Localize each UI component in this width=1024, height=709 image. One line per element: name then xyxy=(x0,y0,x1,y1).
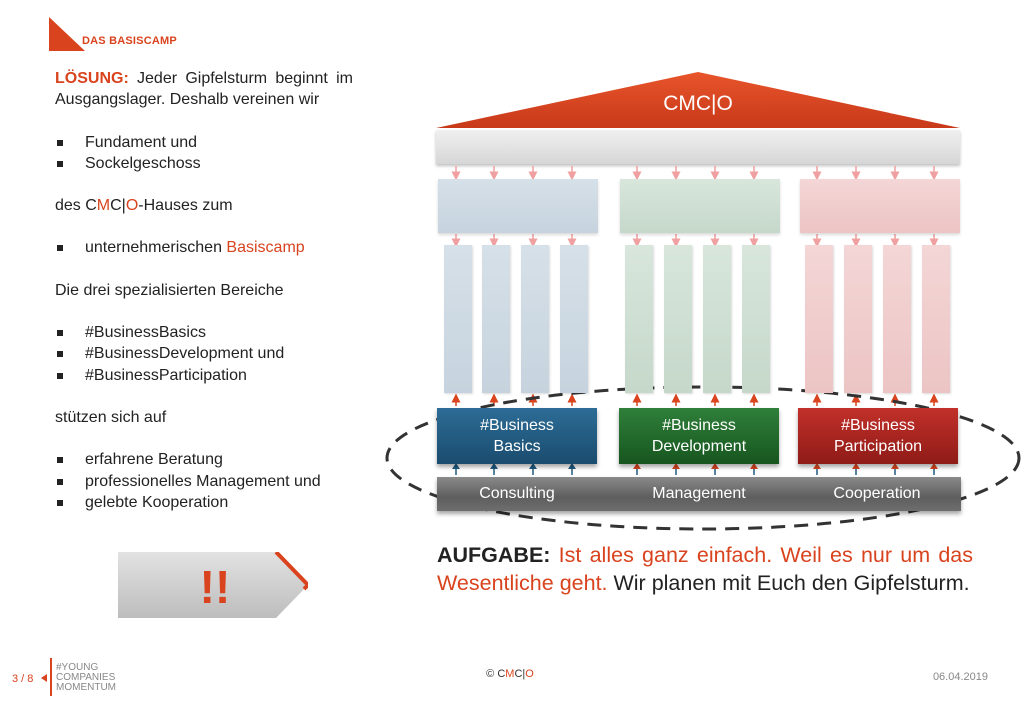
list-item: #BusinessBasics xyxy=(55,322,353,343)
list-areas: #BusinessBasics #BusinessDevelopment und… xyxy=(55,322,353,386)
logo-line: MOMENTUM xyxy=(56,682,116,693)
pillar xyxy=(625,245,653,393)
pillar xyxy=(883,245,911,393)
list-item: gelebte Kooperation xyxy=(55,492,353,513)
header-triangle xyxy=(49,17,85,51)
house-base xyxy=(437,477,961,511)
arrow-banner xyxy=(118,552,308,618)
base-label-consulting: Consulting xyxy=(479,485,555,502)
intro-label: LÖSUNG: xyxy=(55,70,129,87)
page-number: 3 / 8 xyxy=(12,673,34,685)
page-arrow-icon xyxy=(41,674,47,682)
task-black-text: Wir planen mit Euch den Gipfelsturm. xyxy=(607,571,970,595)
logo-line: COMPANIES xyxy=(56,672,116,683)
supports-line: stützen sich auf xyxy=(55,408,167,426)
base-label-cooperation: Cooperation xyxy=(833,485,921,502)
block-business-basics: #Business Basics xyxy=(437,408,597,464)
pillar xyxy=(703,245,731,393)
capital-participation xyxy=(800,179,960,233)
list-supports: erfahrene Beratung professionelles Manag… xyxy=(55,449,353,513)
copyright: © CMC|O xyxy=(486,668,534,680)
pillar xyxy=(742,245,770,393)
capital-basics xyxy=(438,179,598,233)
pillar xyxy=(922,245,950,393)
capital-development xyxy=(620,179,780,233)
task-paragraph: AUFGABE: Ist alles ganz einfach. Weil es… xyxy=(437,541,973,597)
list-basiscamp: unternehmerischen Basiscamp xyxy=(55,237,353,258)
list-item: professionelles Management und xyxy=(55,471,353,492)
list-item: erfahrene Beratung xyxy=(55,449,353,470)
pillar xyxy=(560,245,588,393)
list-item: #BusinessParticipation xyxy=(55,365,353,386)
pillar xyxy=(805,245,833,393)
pillar xyxy=(844,245,872,393)
list-item: unternehmerischen Basiscamp xyxy=(55,237,353,258)
pillar xyxy=(444,245,472,393)
intro-text: Jeder Gipfelsturm beginnt im Ausgangslag… xyxy=(55,70,353,109)
list-item: Fundament und xyxy=(55,132,353,153)
slide-date: 06.04.2019 xyxy=(932,671,988,683)
list-item: #BusinessDevelopment und xyxy=(55,343,353,364)
house-roof xyxy=(436,72,960,128)
pillar xyxy=(521,245,549,393)
slide-section-title: DAS BASISCAMP xyxy=(82,35,177,47)
banner-exclamation: !! xyxy=(199,561,231,613)
left-text-column: LÖSUNG: Jeder Gipfelsturm beginnt im Aus… xyxy=(55,68,353,513)
list-item: Sockelgeschoss xyxy=(55,153,353,174)
pillar xyxy=(482,245,510,393)
footer-logo: #YOUNG COMPANIES MOMENTUM xyxy=(56,663,116,693)
house-line: des CMC|O-Hauses zum xyxy=(55,197,233,215)
three-areas-line: Die drei spezialisierten Bereiche xyxy=(55,281,284,299)
intro-paragraph: LÖSUNG: Jeder Gipfelsturm beginnt im Aus… xyxy=(55,68,353,111)
block-business-development: #Business Development xyxy=(619,408,779,464)
footer-divider xyxy=(50,658,52,696)
list-foundation: Fundament und Sockelgeschoss xyxy=(55,132,353,175)
task-red-text: Ist alles ganz einfach. Weil es nur um d… xyxy=(437,543,973,595)
logo-line: #YOUNG xyxy=(56,662,99,673)
block-business-participation: #Business Participation xyxy=(798,408,958,464)
house-beam xyxy=(436,130,960,164)
pillar xyxy=(664,245,692,393)
base-label-management: Management xyxy=(652,485,746,502)
task-label: AUFGABE: xyxy=(437,543,551,567)
roof-label: CMC|O xyxy=(663,92,733,115)
